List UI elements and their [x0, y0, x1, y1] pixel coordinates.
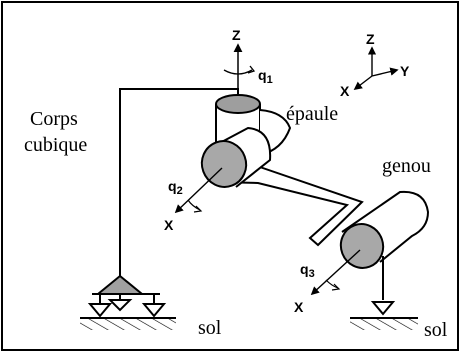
knee-foot: [350, 301, 418, 330]
shoulder-horizontal-cylinder: [200, 126, 272, 188]
sol-right-label: sol: [424, 319, 448, 341]
x-knee-label: X: [294, 299, 304, 315]
z-axis-label: Z: [232, 27, 241, 43]
x-axis-knee: [310, 249, 361, 296]
z-axis-main: [223, 43, 256, 96]
frame-z-label: Z: [366, 31, 375, 47]
reference-frame: [353, 46, 399, 91]
q2-label: q2: [168, 178, 183, 197]
frame-x-label: X: [340, 83, 350, 99]
epaule-label: épaule: [286, 103, 339, 125]
genou-label: genou: [382, 155, 431, 177]
frame-y-label: Y: [400, 63, 410, 79]
thigh-link: [214, 163, 364, 247]
sol-left-label: sol: [198, 317, 222, 339]
body-base: [80, 274, 176, 330]
x-shoulder-label: X: [164, 217, 174, 233]
x-axis-shoulder: [174, 167, 223, 214]
q1-label: q1: [258, 67, 273, 86]
corps-label-line2: cubique: [24, 134, 88, 156]
corps-label-line1: Corps: [30, 108, 78, 130]
q3-label: q3: [300, 261, 315, 280]
